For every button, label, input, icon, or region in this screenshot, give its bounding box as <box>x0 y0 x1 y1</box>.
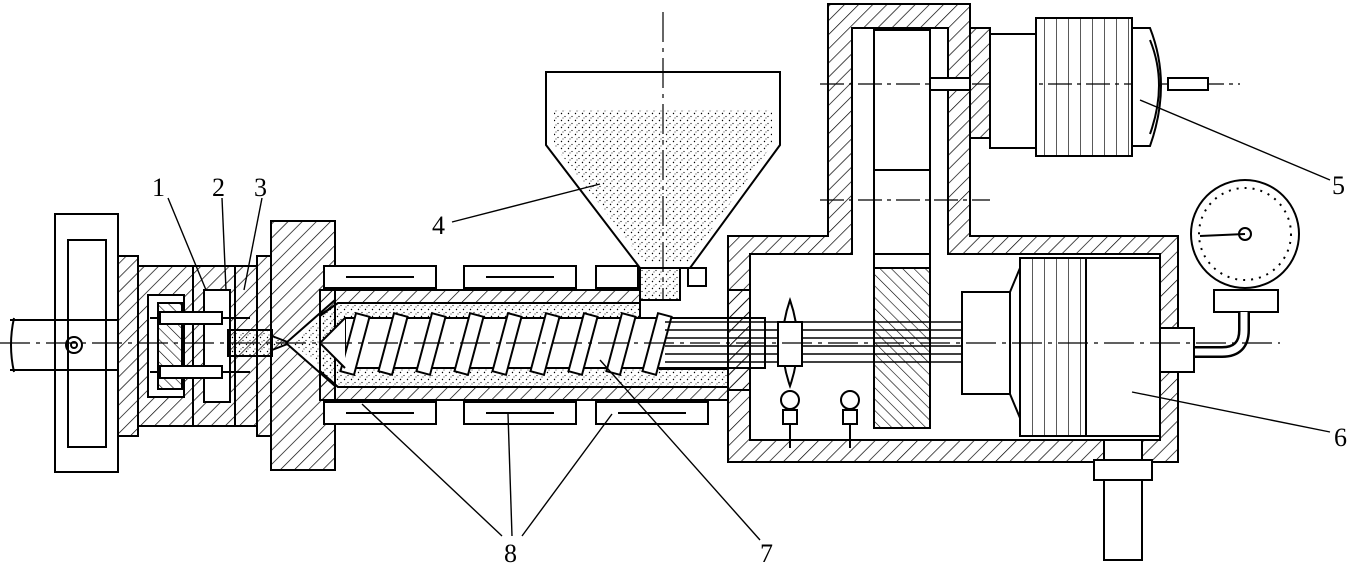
clamp-rod <box>10 319 118 371</box>
screw-flights <box>339 311 673 377</box>
label-5: 5 <box>1332 171 1345 200</box>
clamp-plate-1 <box>117 255 139 437</box>
hydraulic-cylinder <box>1019 257 1087 437</box>
valve-fittings <box>780 390 860 448</box>
barrel <box>318 289 965 401</box>
pressure-gauge <box>1159 179 1300 373</box>
gear-housing <box>727 3 1240 463</box>
label-4: 4 <box>432 211 445 240</box>
hopper <box>545 12 781 301</box>
callout-labels: 1 2 3 4 5 6 7 8 <box>152 171 1347 568</box>
outlet-pipe <box>1093 439 1153 561</box>
drive-motor <box>929 17 1209 157</box>
label-6: 6 <box>1334 423 1347 452</box>
label-7: 7 <box>760 539 773 568</box>
label-2: 2 <box>212 173 225 202</box>
label-3: 3 <box>254 173 267 202</box>
drive-gear <box>873 267 931 429</box>
label-1: 1 <box>152 173 165 202</box>
heater-bands <box>323 265 709 425</box>
label-8: 8 <box>504 539 517 568</box>
leader-lines <box>167 99 1331 541</box>
heater-top-3 <box>595 265 639 289</box>
